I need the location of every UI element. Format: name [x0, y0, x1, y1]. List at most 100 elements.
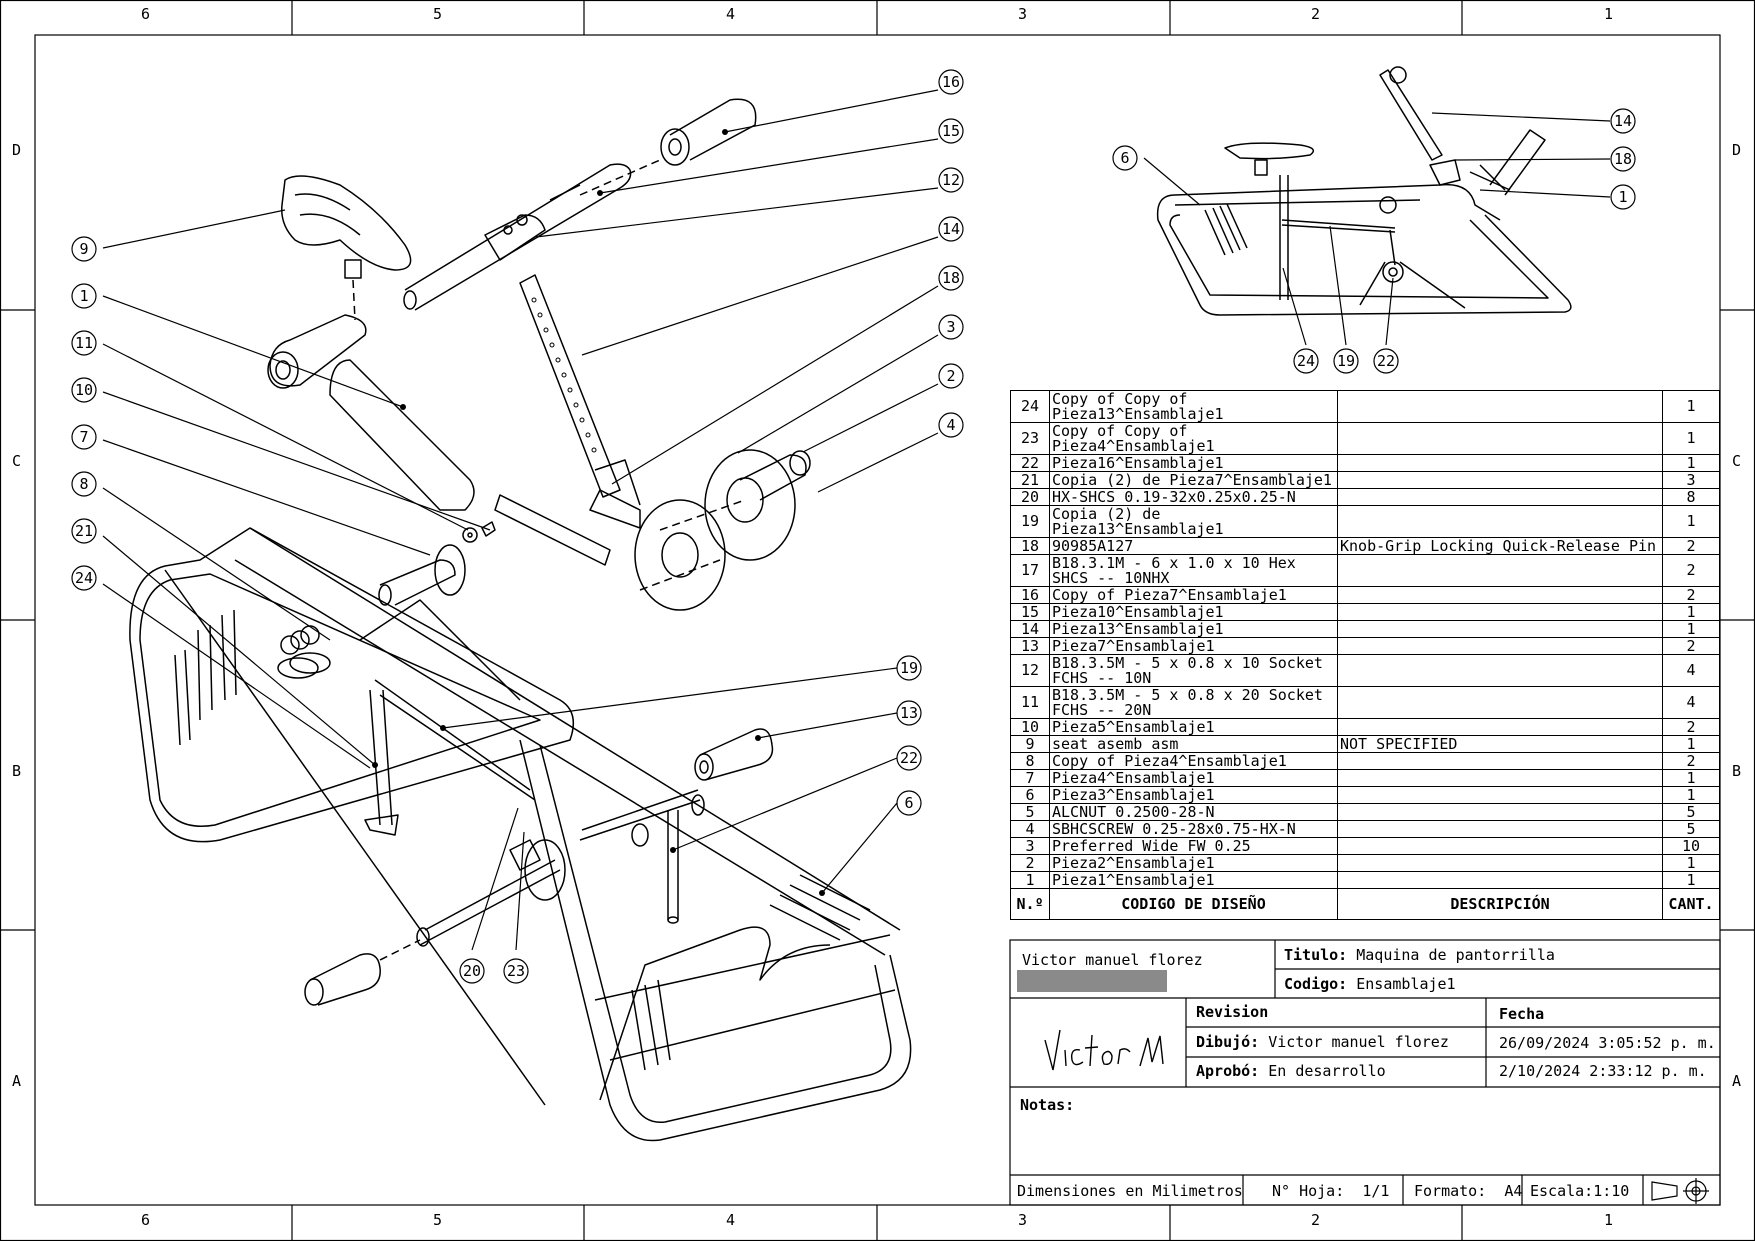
bom-header-row: N.º CODIGO DE DISEÑO DESCRIPCIÓN CANT. [1010, 888, 1720, 920]
bom-cell-qty: 4 [1662, 654, 1720, 687]
bom-cell-desc [1337, 505, 1663, 538]
titulo-label: Titulo: [1284, 946, 1348, 964]
bom-cell-desc [1337, 488, 1663, 506]
bom-cell-desc [1337, 871, 1663, 889]
bom-cell-desc [1337, 803, 1663, 821]
bom-cell-num: 12 [1010, 654, 1050, 687]
bom-cell-desc [1337, 718, 1663, 736]
aprobo-field: Aprobó: En desarrollo [1196, 1062, 1386, 1080]
bom-cell-qty: 1 [1662, 620, 1720, 638]
dibujo-field: Dibujó: Victor manuel florez [1196, 1033, 1449, 1051]
bom-cell-code: Pieza2^Ensamblaje1 [1049, 854, 1338, 872]
balloon-number: 1 [79, 287, 89, 305]
fecha-label: Fecha [1499, 1005, 1545, 1023]
bom-cell-desc [1337, 654, 1663, 687]
zone-col-label: 2 [1311, 5, 1321, 23]
bom-cell-num: 21 [1010, 471, 1050, 489]
zone-col-label: 1 [1604, 5, 1614, 23]
balloon-number: 23 [506, 962, 526, 980]
bom-cell-qty: 1 [1662, 422, 1720, 455]
formato-value: A4 [1504, 1182, 1523, 1200]
bom-cell-code: Pieza4^Ensamblaje1 [1049, 769, 1338, 787]
bom-cell-code: Copia (2) de Pieza7^Ensamblaje1 [1049, 471, 1338, 489]
bom-cell-qty: 1 [1662, 390, 1720, 423]
bom-cell-num: 1 [1010, 871, 1050, 889]
zone-col-label: 4 [726, 1211, 736, 1229]
formato-field: Formato: A4 [1414, 1182, 1523, 1200]
bom-cell-code: Pieza7^Ensamblaje1 [1049, 637, 1338, 655]
bom-cell-desc [1337, 752, 1663, 770]
bom-cell-num: 7 [1010, 769, 1050, 787]
bom-cell-code: Pieza13^Ensamblaje1 [1049, 620, 1338, 638]
zone-row-label: A [12, 1072, 22, 1090]
bom-cell-qty: 1 [1662, 505, 1720, 538]
codigo-label: Codigo: [1284, 975, 1348, 993]
hoja-field: N° Hoja: 1/1 [1272, 1182, 1390, 1200]
balloon-number: 14 [941, 220, 961, 238]
titulo-value: Maquina de pantorrilla [1356, 946, 1555, 964]
revision-label: Revision [1196, 1003, 1269, 1021]
bom-cell-code: Pieza5^Ensamblaje1 [1049, 718, 1338, 736]
bom-cell-num: 18 [1010, 537, 1050, 555]
bom-cell-code: B18.3.1M - 6 x 1.0 x 10 Hex SHCS -- 10NH… [1049, 554, 1338, 587]
hoja-value: 1/1 [1362, 1182, 1390, 1200]
bom-cell-code: 90985A127 [1049, 537, 1338, 555]
balloon-number: 15 [941, 122, 961, 140]
balloon-number: 18 [1613, 150, 1633, 168]
bom-cell-code: SBHCSCREW 0.25-28x0.75-HX-N [1049, 820, 1338, 838]
bom-cell-desc [1337, 786, 1663, 804]
balloon-circles-inset [1112, 108, 1636, 374]
projection-symbol-icon [1651, 1178, 1709, 1204]
redacted-box [1017, 970, 1167, 992]
dibujo-label: Dibujó: [1196, 1033, 1260, 1051]
balloon-number: 3 [946, 318, 956, 336]
bom-cell-code: Preferred Wide FW 0.25 [1049, 837, 1338, 855]
bom-header-qty: CANT. [1662, 888, 1720, 920]
zone-col-label: 5 [433, 1211, 443, 1229]
bom-cell-num: 15 [1010, 603, 1050, 621]
codigo-field: Codigo: Ensamblaje1 [1284, 975, 1456, 993]
balloon-number: 13 [899, 704, 919, 722]
zone-col-label: 3 [1018, 1211, 1028, 1229]
bom-cell-code: B18.3.5M - 5 x 0.8 x 10 Socket FCHS -- 1… [1049, 654, 1338, 687]
bom-cell-qty: 2 [1662, 586, 1720, 604]
zone-row-label: D [1732, 141, 1742, 159]
bom-cell-qty: 2 [1662, 637, 1720, 655]
balloon-number: 18 [941, 269, 961, 287]
bom-cell-qty: 1 [1662, 735, 1720, 753]
units-text: Dimensiones en Milimetros [1017, 1182, 1243, 1200]
bom-cell-desc [1337, 620, 1663, 638]
dibujo-value: Victor manuel florez [1268, 1033, 1449, 1051]
bom-cell-qty: 2 [1662, 537, 1720, 555]
bom-cell-qty: 5 [1662, 803, 1720, 821]
exploded-view [129, 98, 912, 1142]
bom-cell-desc [1337, 854, 1663, 872]
bom-cell-qty: 1 [1662, 786, 1720, 804]
bom-cell-qty: 2 [1662, 554, 1720, 587]
bom-cell-code: seat_asemb_asm [1049, 735, 1338, 753]
bom-cell-desc [1337, 837, 1663, 855]
bom-cell-desc [1337, 603, 1663, 621]
assembled-view [1156, 66, 1572, 316]
bom-cell-qty: 1 [1662, 769, 1720, 787]
balloon-number: 14 [1613, 112, 1633, 130]
bom-cell-desc [1337, 454, 1663, 472]
bom-header-desc: DESCRIPCIÓN [1337, 888, 1663, 920]
bom-cell-num: 17 [1010, 554, 1050, 587]
balloon-number: 20 [462, 962, 482, 980]
bom-header-code: CODIGO DE DISEÑO [1049, 888, 1338, 920]
bom-cell-code: Pieza1^Ensamblaje1 [1049, 871, 1338, 889]
balloon-number: 24 [74, 569, 94, 587]
bom-cell-num: 19 [1010, 505, 1050, 538]
balloon-number: 1 [1618, 188, 1628, 206]
